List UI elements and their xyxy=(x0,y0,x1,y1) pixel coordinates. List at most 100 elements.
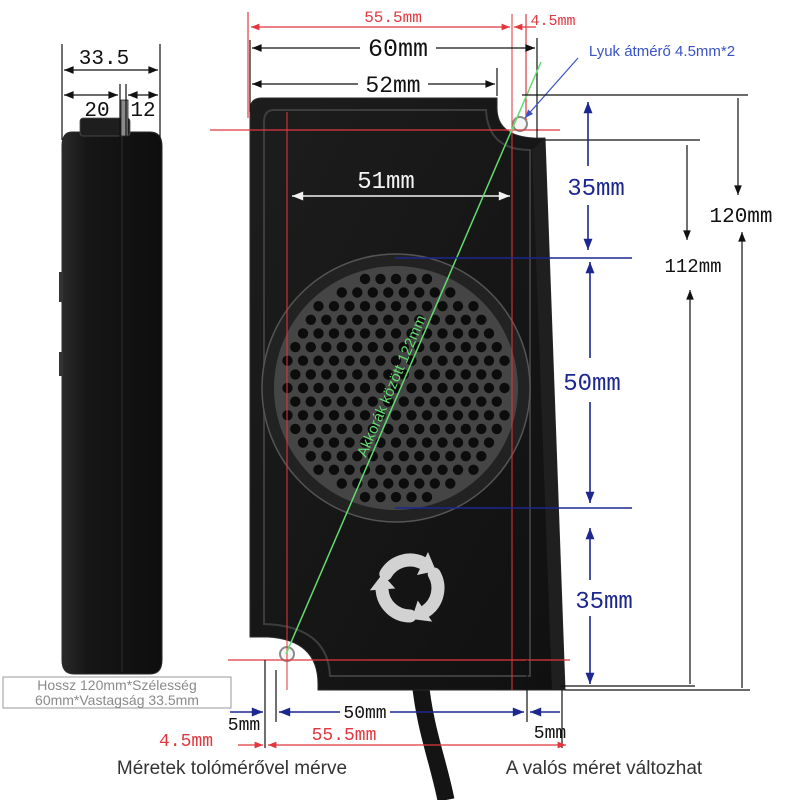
grille-hole xyxy=(328,410,340,421)
grille-hole xyxy=(437,464,448,475)
grille-hole xyxy=(305,341,316,353)
grille-hole xyxy=(437,355,448,366)
grille-hole xyxy=(336,451,347,462)
grille-hole xyxy=(414,287,425,298)
inner-width-label: 50mm xyxy=(343,704,386,724)
grille-hole xyxy=(429,451,440,462)
grille-hole xyxy=(359,437,371,448)
grille-hole xyxy=(445,396,456,407)
grille-hole xyxy=(421,301,433,312)
grille-hole xyxy=(468,464,479,475)
grille-hole xyxy=(390,301,402,312)
grille-hole xyxy=(468,382,479,394)
grille-hole xyxy=(406,464,417,475)
grille-hole xyxy=(336,396,347,407)
recycle-arrow xyxy=(411,567,445,622)
grille-hole xyxy=(429,478,440,489)
grille-hole xyxy=(437,437,448,448)
front-view-bevel xyxy=(532,138,565,690)
grille-hole xyxy=(321,396,332,407)
grille-hole xyxy=(359,491,371,503)
speaker-grille xyxy=(261,253,531,523)
grille-hole xyxy=(305,314,316,325)
grille-hole xyxy=(352,369,363,380)
grille-hole xyxy=(406,273,417,285)
grille-hole xyxy=(352,451,363,462)
grille-hole xyxy=(383,478,394,489)
grille-hole xyxy=(367,369,378,380)
grille-hole xyxy=(414,369,425,380)
grille-hole xyxy=(445,314,456,325)
middle-section-label: 50mm xyxy=(563,371,621,398)
grille-hole xyxy=(290,369,301,380)
recycle-arrow xyxy=(369,573,417,623)
grille-hole xyxy=(445,287,456,298)
grille-hole xyxy=(290,341,301,353)
grille-hole xyxy=(390,382,402,394)
grille-hole xyxy=(421,464,433,475)
bottom-dimensions: 5mm 50mm 5mm 4.5mm 55.5mm xyxy=(159,660,566,752)
grille-hole xyxy=(390,328,402,339)
grille-hole xyxy=(414,451,425,462)
grille-hole xyxy=(468,301,479,312)
side-view-button xyxy=(59,272,63,302)
grille-hole xyxy=(344,382,355,394)
grille-hole xyxy=(398,369,409,380)
grille-hole xyxy=(313,382,324,394)
grille-hole xyxy=(414,396,425,407)
grille-hole xyxy=(483,410,495,421)
grille-hole xyxy=(383,451,394,462)
grille-hole xyxy=(460,423,471,435)
side-view: 33.5 20 12 xyxy=(59,44,163,675)
grille-hole xyxy=(468,355,479,366)
thickness-label: 33.5 xyxy=(79,48,129,71)
side-view-body xyxy=(61,131,163,675)
grille-hole xyxy=(375,382,386,394)
grille-hole xyxy=(406,301,417,312)
grille-hole xyxy=(476,396,487,407)
grille-hole xyxy=(367,423,378,435)
bottom-red-offset-label: 4.5mm xyxy=(159,732,213,752)
grille-hole xyxy=(344,464,355,475)
grille-hole xyxy=(406,382,417,394)
grille-hole xyxy=(406,491,417,503)
grille-hole xyxy=(328,301,340,312)
grille-hole xyxy=(383,314,394,325)
grille-hole xyxy=(375,355,386,366)
grille-hole xyxy=(367,314,378,325)
grille-hole xyxy=(344,410,355,421)
grille-hole xyxy=(398,287,409,298)
grille-hole xyxy=(367,396,378,407)
grille-hole xyxy=(429,369,440,380)
footer-notes: Méretek tolómérővel mérve A valós méret … xyxy=(117,758,703,779)
grille-hole xyxy=(313,355,324,366)
grille-hole xyxy=(383,369,394,380)
grille-hole xyxy=(375,410,386,421)
total-length-label: 120mm xyxy=(709,206,772,229)
grille-hole xyxy=(398,423,409,435)
grille-hole xyxy=(421,355,433,366)
grille-hole xyxy=(313,410,324,421)
grille-hole xyxy=(336,423,347,435)
body-width-label: 52mm xyxy=(365,73,420,99)
grille-hole xyxy=(313,464,324,475)
grille-hole xyxy=(297,355,309,366)
top-section-label: 35mm xyxy=(567,176,625,203)
grille-hole xyxy=(421,491,433,503)
grille-hole xyxy=(445,369,456,380)
grille-hole xyxy=(383,396,394,407)
grille-hole xyxy=(421,382,433,394)
spec-box-frame xyxy=(2,676,232,709)
grille-hole xyxy=(359,355,371,366)
grille-hole xyxy=(390,273,402,285)
grille-hole xyxy=(328,464,340,475)
grille-hole xyxy=(429,341,440,353)
right-gap-label: 5mm xyxy=(534,724,566,744)
red-guides xyxy=(210,12,570,690)
grille-hole xyxy=(452,328,464,339)
grille-hole xyxy=(344,328,355,339)
side-view-cable-stub xyxy=(120,99,129,137)
grille-hole xyxy=(398,314,409,325)
side-view-button xyxy=(59,352,63,376)
grille-hole xyxy=(344,437,355,448)
